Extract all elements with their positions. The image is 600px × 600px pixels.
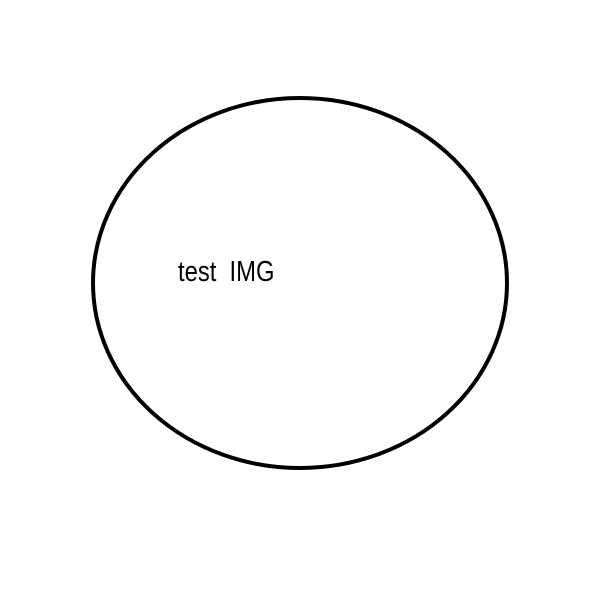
ellipse-outline <box>91 96 509 470</box>
caption-text: test IMG <box>178 256 275 288</box>
